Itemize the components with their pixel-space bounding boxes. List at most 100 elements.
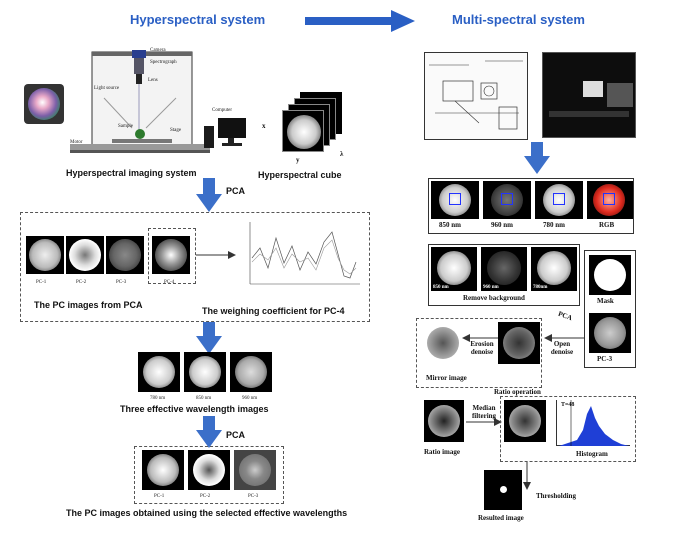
cube-axis-y: y bbox=[296, 156, 300, 164]
bg-850-image bbox=[431, 247, 477, 291]
pca-results-box bbox=[20, 212, 370, 322]
ratio-op-label: Ratio operation bbox=[494, 388, 541, 396]
pc-label-3: PC-3 bbox=[116, 280, 127, 285]
label-lens: Lens bbox=[148, 78, 158, 83]
filtered-image bbox=[504, 400, 546, 442]
sample-photo bbox=[24, 84, 64, 124]
bg-label-960: 960 nm bbox=[483, 285, 499, 290]
bg-label-780: 780nm bbox=[533, 285, 548, 290]
remove-bg-label: Remove background bbox=[463, 294, 525, 302]
bg-960-image bbox=[481, 247, 527, 291]
multi-label-rgb: RGB bbox=[599, 221, 615, 229]
multi-780-image bbox=[535, 181, 583, 219]
label-spectrograph: Spectrograph bbox=[150, 60, 177, 65]
right-title: Multi-spectral system bbox=[452, 12, 585, 27]
pca-label-1: PCA bbox=[226, 186, 246, 196]
cube-axis-x: x bbox=[262, 122, 266, 130]
arrow-right-icon bbox=[466, 418, 502, 426]
pc-label-4: PC-4 bbox=[164, 280, 175, 285]
final-pc2-image bbox=[188, 450, 230, 490]
effective-caption: Three effective wavelength images bbox=[120, 404, 269, 414]
final-pc-label-3: PC-3 bbox=[248, 494, 259, 499]
wave-780-image bbox=[138, 352, 180, 392]
wave-label-960: 960 nm bbox=[242, 396, 258, 401]
label-light-source: Light source bbox=[94, 86, 120, 91]
bg-780-image bbox=[531, 247, 577, 291]
histogram-chart: T=48 bbox=[556, 400, 630, 446]
arrow-left-icon bbox=[462, 334, 498, 342]
pca-right-caption: The weighing coefficient for PC-4 bbox=[202, 306, 345, 316]
final-caption: The PC images obtained using the selecte… bbox=[66, 508, 348, 518]
wave-label-780: 780 nm bbox=[150, 396, 166, 401]
arrow-down-icon bbox=[196, 178, 222, 212]
threshold-value: T=48 bbox=[561, 402, 575, 408]
final-pc1-image bbox=[142, 450, 184, 490]
pc4-highlight bbox=[148, 228, 196, 284]
hyperspectral-cube bbox=[276, 92, 342, 164]
mirror-image bbox=[422, 322, 464, 364]
left-title: Hyperspectral system bbox=[130, 12, 266, 27]
histogram-label: Histogram bbox=[576, 450, 608, 458]
final-pc-label-1: PC-1 bbox=[154, 494, 165, 499]
ratio-image-label: Ratio image bbox=[424, 448, 460, 456]
multispectral-photo bbox=[542, 52, 636, 138]
remove-bg-box: 850 nm 960 nm 780nm Remove background bbox=[428, 244, 580, 306]
pc1-image bbox=[26, 236, 64, 274]
pc2-image bbox=[66, 236, 104, 274]
multi-top-strip: 850 nm 960 nm 780 nm RGB bbox=[428, 178, 634, 234]
eroded-image bbox=[498, 322, 540, 364]
open-label: Open denoise bbox=[550, 340, 574, 356]
pc3-multi-label: PC-3 bbox=[597, 355, 613, 363]
arrow-down-icon bbox=[196, 416, 222, 448]
imaging-setup: Camera Spectrograph Light source Lens Sa… bbox=[70, 40, 210, 160]
arrow-down-icon bbox=[196, 322, 222, 354]
denoise-box bbox=[416, 318, 542, 388]
ratio-image bbox=[424, 400, 464, 442]
main-arrow-icon bbox=[305, 10, 415, 32]
wave-label-850: 850 nm bbox=[196, 396, 212, 401]
cube-axis-lambda: λ bbox=[340, 150, 344, 158]
wave-960-image bbox=[230, 352, 272, 392]
cube-caption: Hyperspectral cube bbox=[258, 170, 342, 180]
mirror-label: Mirror image bbox=[426, 374, 467, 382]
label-stage: Stage bbox=[170, 128, 182, 133]
arrow-left-icon bbox=[544, 334, 584, 342]
label-motor: Motor bbox=[70, 140, 83, 145]
pca-label-2: PCA bbox=[226, 430, 246, 440]
pc3-multi-image bbox=[589, 313, 631, 353]
computer-icon bbox=[202, 116, 250, 157]
arrow-right-icon bbox=[196, 251, 236, 259]
bg-label-850: 850 nm bbox=[433, 285, 449, 290]
pc-label-2: PC-2 bbox=[76, 280, 87, 285]
setup-caption: Hyperspectral imaging system bbox=[66, 168, 197, 178]
pc-label-1: PC-1 bbox=[36, 280, 47, 285]
multi-label-850: 850 nm bbox=[439, 221, 461, 229]
mask-image bbox=[589, 255, 631, 295]
multi-960-image bbox=[483, 181, 531, 219]
pca-multi-label: PCA bbox=[557, 309, 574, 323]
mask-label: Mask bbox=[597, 297, 614, 305]
resulted-label: Resulted image bbox=[478, 514, 524, 522]
pc3-image bbox=[106, 236, 144, 274]
label-sample: Sample bbox=[118, 124, 133, 129]
pc4-image bbox=[152, 236, 190, 274]
final-pc3-image bbox=[234, 450, 276, 490]
multi-label-780: 780 nm bbox=[543, 221, 565, 229]
pca-left-caption: The PC images from PCA bbox=[34, 300, 143, 310]
label-camera: Camera bbox=[150, 48, 166, 53]
wave-850-image bbox=[184, 352, 226, 392]
label-computer: Computer bbox=[212, 108, 232, 113]
weighting-chart bbox=[238, 218, 362, 294]
median-label: Median filtering bbox=[471, 404, 497, 420]
mask-pc3-box: Mask PC-3 bbox=[584, 250, 636, 368]
final-pc-label-2: PC-2 bbox=[200, 494, 211, 499]
final-pc-box bbox=[134, 446, 284, 504]
multi-850-image bbox=[431, 181, 479, 219]
arrow-down-icon bbox=[524, 142, 550, 174]
multi-rgb-image bbox=[587, 181, 633, 219]
multi-label-960: 960 nm bbox=[491, 221, 513, 229]
resulted-image bbox=[484, 470, 522, 510]
arrow-down-icon bbox=[523, 462, 531, 490]
erosion-label: Erosion denoise bbox=[470, 340, 494, 356]
multispectral-schematic bbox=[424, 52, 528, 140]
